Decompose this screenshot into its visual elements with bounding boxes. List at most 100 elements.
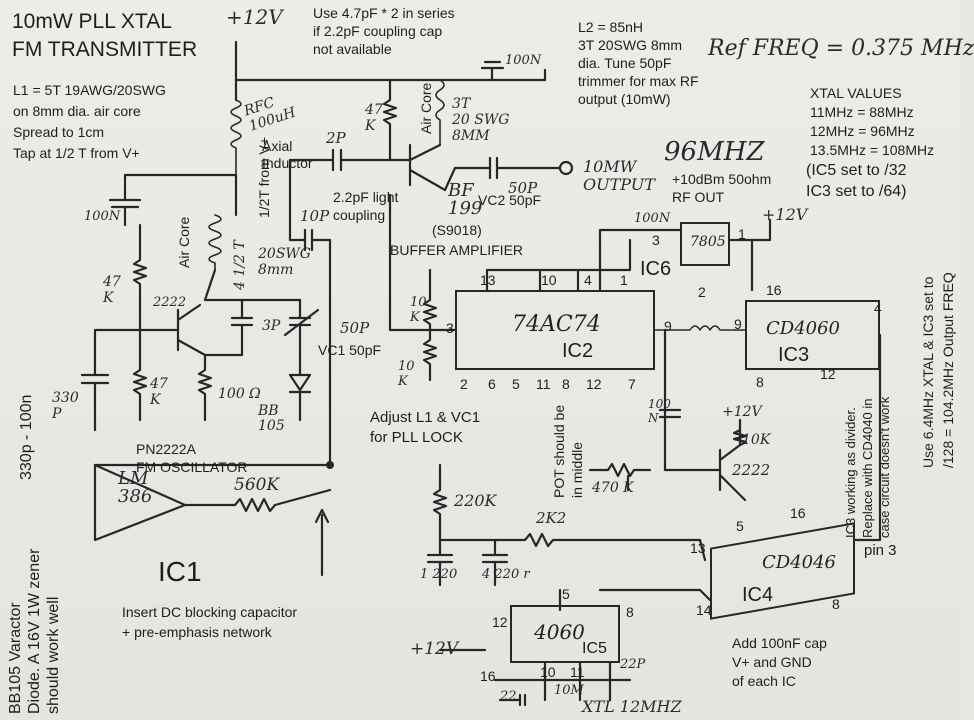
cap-220-a: 1 220 xyxy=(420,567,458,582)
buffer-type: (S9018) xyxy=(432,222,482,238)
ic2-pin: 4 xyxy=(584,272,592,288)
ic4-pin: 16 xyxy=(790,505,806,521)
side-left-b: BB105 Varactor Diode. A 16V 1W zener sho… xyxy=(6,549,63,714)
ic2-chip xyxy=(455,290,655,370)
cap-22p-b: 22 xyxy=(500,689,517,704)
xtal-values-title: XTAL VALUES xyxy=(810,85,902,101)
rf-out-note-line: +10dBm 50ohm xyxy=(672,171,772,187)
ic2-pin: 11 xyxy=(536,376,551,392)
ic2-pin: 6 xyxy=(488,376,496,392)
ic5-chip xyxy=(510,605,620,663)
pin3-label: pin 3 xyxy=(864,542,897,559)
res-220k: 220K xyxy=(454,491,497,510)
axial-inductor-line: Inductor xyxy=(262,155,313,171)
res-47k-top: 47 K xyxy=(365,102,383,135)
ic4-pin: 13 xyxy=(690,540,706,556)
ic3-chip xyxy=(745,300,880,370)
ic4-name: CD4046 xyxy=(762,552,837,573)
cap-50p-out: 50P xyxy=(508,179,538,197)
osc-label: PN2222A FM OSCILLATOR xyxy=(136,440,248,476)
supply-top-label: +12V xyxy=(226,5,283,29)
res-10k-a: 10 K xyxy=(410,295,427,325)
title-line-2: FM TRANSMITTER xyxy=(12,38,198,61)
coil-left-line: 8mm xyxy=(258,262,294,278)
l2-coil-line: 3T xyxy=(452,96,471,112)
xtal-divider-note-line: (IC5 set to /32 xyxy=(806,162,907,179)
right-vertical-note-line: /128 = 104.2MHz Output FREQ xyxy=(940,272,956,468)
ic3-pin: 4 xyxy=(874,300,882,316)
l2-note-line: 3T 20SWG 8mm xyxy=(578,37,682,53)
res-560k: 560K xyxy=(234,475,280,495)
osc-label-line: PN2222A xyxy=(136,441,196,457)
l1-note-line: L1 = 5T 19AWG/20SWG xyxy=(13,82,166,98)
coil-left-label: 20SWG 8mm xyxy=(258,246,311,278)
half-turn-label: 1/2T from V+ xyxy=(256,136,272,218)
ic4-pin: 5 xyxy=(736,518,744,534)
supply-mid-label: +12V xyxy=(722,404,762,420)
title-line-1: 10mW PLL XTAL xyxy=(12,10,172,33)
coupling-label-line: 2.2pF light xyxy=(333,189,399,205)
res-10k-b: 10 K xyxy=(398,359,415,389)
ic6-pin: 3 xyxy=(652,232,660,248)
cap-100n-left: 100N xyxy=(84,209,121,224)
res-470k: 470 K xyxy=(592,480,634,496)
bypass-note-line: V+ and GND xyxy=(732,654,812,670)
ic5-pin: 8 xyxy=(626,604,634,620)
ic3-divider-note-line: case circuit doesn't work xyxy=(877,396,892,538)
l2-note-line: L2 = 85nH xyxy=(578,19,643,35)
cap-100n-mid: 100N xyxy=(634,211,671,226)
ic3-divider-note: IC3 working as divider. Replace with CD4… xyxy=(842,397,893,538)
ic4-pin: 8 xyxy=(832,596,840,612)
ic2-pin: 1 xyxy=(620,272,628,288)
adjust-note-line: Adjust L1 & VC1 xyxy=(370,409,481,426)
air-core-left-label: Air Core xyxy=(176,216,192,268)
res-2k2: 2K2 xyxy=(536,509,567,527)
coupling-label: 2.2pF light coupling xyxy=(333,188,398,224)
bypass-note-line: of each IC xyxy=(732,673,796,689)
ic5-name: 4060 xyxy=(534,620,585,644)
coupling-note-line: if 2.2pF coupling cap xyxy=(313,23,443,39)
ic6-pin: 2 xyxy=(698,284,706,300)
lm386-label-line: 386 xyxy=(118,486,153,507)
transistor-bf199: BF 199 xyxy=(448,182,482,218)
ic3-divider-note-line: IC3 working as divider. xyxy=(843,407,858,538)
transistor-bf199-line: BF xyxy=(448,180,474,201)
side-left-b-line: Diode. A 16V 1W zener xyxy=(26,548,43,714)
l2-note-line: output (10mW) xyxy=(578,91,671,107)
side-left-b-line: should work well xyxy=(45,596,62,714)
buffer-label: BUFFER AMPLIFIER xyxy=(390,242,524,258)
coupling-note-line: not available xyxy=(313,41,392,57)
xtal-divider-note-line: IC3 set to /64) xyxy=(806,183,907,200)
l1-note-line: Tap at 1/2 T from V+ xyxy=(13,145,140,161)
ic6-chip xyxy=(680,222,730,266)
cap-10p-label: 10P xyxy=(300,207,330,225)
res-10m: 10M xyxy=(554,683,584,698)
cap-330p-label: 330 P xyxy=(52,390,79,423)
ic2-pin: 8 xyxy=(562,376,570,392)
xtal-value-row: 13.5MHz = 108MHz xyxy=(810,142,935,158)
right-vertical-note-line: Use 6.4MHz XTAL & IC3 set to xyxy=(920,276,936,468)
adjust-note-line: for PLL LOCK xyxy=(370,429,463,446)
ic3-label: IC3 xyxy=(778,344,810,366)
ic5-pin: 10 xyxy=(540,664,556,680)
pot-note-line: in middle xyxy=(569,441,585,498)
ic2-name: 74AC74 xyxy=(512,312,601,337)
side-left-a: 330p - 100n xyxy=(18,394,35,480)
xtal-value-row: 12MHz = 96MHz xyxy=(810,123,915,139)
ic1-note-line: + pre-emphasis network xyxy=(122,624,272,640)
ic2-pin: 3 xyxy=(446,320,454,336)
ic1-label: IC1 xyxy=(158,556,202,587)
air-core-top-label: Air Core xyxy=(418,82,434,134)
varactor-label-line: BB xyxy=(258,403,279,419)
ic6-label: IC6 xyxy=(640,258,672,280)
right-vertical-note: Use 6.4MHz XTAL & IC3 set to /128 = 104.… xyxy=(918,272,958,468)
coupling-label-line: coupling xyxy=(333,207,386,223)
l2-coil-line: 20 SWG xyxy=(452,112,510,128)
output-label-line: 10MW xyxy=(583,157,637,176)
ic3-divider-note-line: Replace with CD4040 in xyxy=(860,398,875,538)
ic2-pin: 7 xyxy=(628,376,636,392)
l2-coil-label: 3T 20 SWG 8MM xyxy=(452,96,509,144)
ic2-pin: 2 xyxy=(460,376,468,392)
